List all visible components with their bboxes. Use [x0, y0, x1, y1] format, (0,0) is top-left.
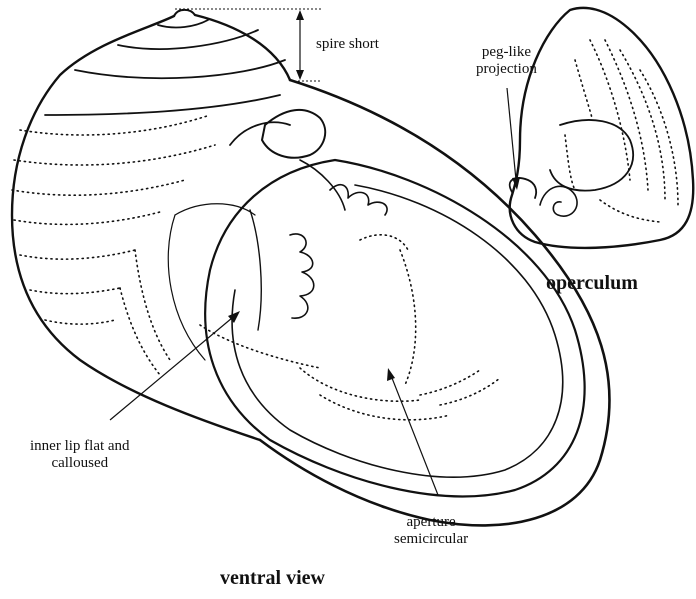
inner-lip-label-line2: calloused — [30, 455, 130, 472]
operculum-drawing — [510, 8, 694, 248]
peg-label-line1: peg-like — [476, 44, 537, 61]
aperture-label-line2: semicircular — [394, 531, 468, 548]
annotation-lines — [110, 9, 520, 495]
peg-label-line2: projection — [476, 61, 537, 78]
aperture-label: aperture semicircular — [394, 514, 468, 548]
aperture-label-line1: aperture — [394, 514, 468, 531]
spire-label-text: spire short — [316, 36, 379, 52]
spire-label: spire short — [316, 36, 379, 53]
peg-projection-label: peg-like projection — [476, 44, 537, 78]
inner-lip-label-line1: inner lip flat and — [30, 438, 130, 455]
inner-lip-label: inner lip flat and calloused — [30, 438, 130, 472]
ventral-view-caption: ventral view — [220, 567, 325, 590]
operculum-caption: operculum — [546, 272, 638, 295]
